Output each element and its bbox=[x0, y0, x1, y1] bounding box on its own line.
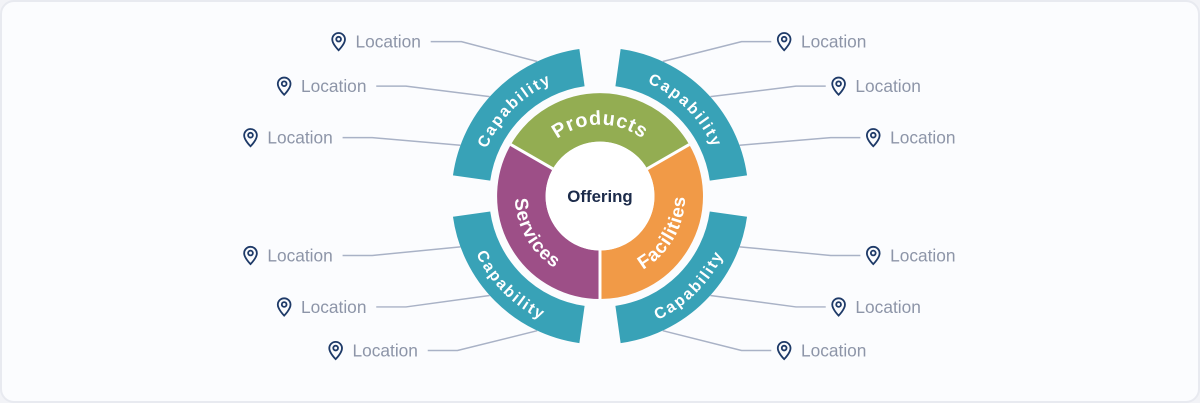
outer-ring-segment-bottom-right bbox=[614, 210, 748, 344]
location-pin-icon bbox=[776, 340, 792, 361]
inner-segment-facilities bbox=[599, 144, 703, 300]
connector-lines bbox=[342, 40, 861, 352]
inner-segment-products bbox=[510, 93, 690, 170]
connector-line bbox=[739, 246, 861, 257]
location-pin-icon bbox=[276, 76, 292, 96]
location-label: Location bbox=[855, 76, 920, 96]
location-pin-icon bbox=[831, 76, 846, 96]
locations-left: Location Location Location Location Loca… bbox=[243, 32, 421, 361]
connector-line bbox=[430, 40, 538, 63]
location-pin-icon bbox=[865, 245, 881, 265]
connector-line bbox=[342, 246, 461, 257]
outer-ring-segment-top-left bbox=[452, 49, 586, 182]
segment-divider bbox=[646, 143, 690, 171]
location-pin-icon bbox=[831, 297, 846, 317]
connector-line bbox=[662, 40, 772, 63]
inner-segment-services bbox=[497, 144, 601, 300]
connector-line bbox=[376, 85, 490, 98]
location-pin-icon bbox=[276, 297, 292, 317]
connector-line bbox=[376, 294, 490, 308]
location-pin-icon bbox=[776, 32, 792, 52]
location-label: Location bbox=[355, 32, 420, 52]
location-label: Location bbox=[801, 32, 866, 52]
location-pin-icon bbox=[243, 128, 258, 148]
connector-line bbox=[710, 85, 826, 98]
location-label: Location bbox=[301, 297, 366, 317]
outer-ring-segment-bottom-left bbox=[452, 210, 586, 344]
location-label: Location bbox=[890, 128, 955, 148]
location-label: Location bbox=[352, 340, 417, 360]
inner-ring bbox=[497, 93, 703, 300]
connector-line bbox=[427, 329, 538, 352]
location-pin-icon bbox=[328, 340, 343, 361]
connector-line bbox=[710, 294, 826, 308]
connector-line bbox=[342, 136, 461, 147]
location-label: Location bbox=[267, 128, 332, 148]
outer-ring bbox=[452, 49, 748, 344]
location-pin-icon bbox=[243, 245, 258, 265]
location-label: Location bbox=[301, 76, 366, 96]
offering-center-circle bbox=[545, 141, 655, 251]
location-pin-icon bbox=[331, 32, 346, 52]
offering-label: Offering bbox=[567, 187, 632, 206]
outer-ring-segment-top-right bbox=[614, 49, 748, 182]
location-pin-icon bbox=[865, 128, 881, 148]
location-label: Location bbox=[267, 245, 332, 265]
location-label: Location bbox=[890, 245, 955, 265]
location-label: Location bbox=[855, 297, 920, 317]
location-label: Location bbox=[801, 340, 866, 360]
connector-line bbox=[662, 329, 772, 352]
connector-line bbox=[739, 136, 861, 147]
locations-right: Location Location Location Location Loca… bbox=[776, 32, 956, 361]
segment-divider bbox=[510, 143, 554, 171]
